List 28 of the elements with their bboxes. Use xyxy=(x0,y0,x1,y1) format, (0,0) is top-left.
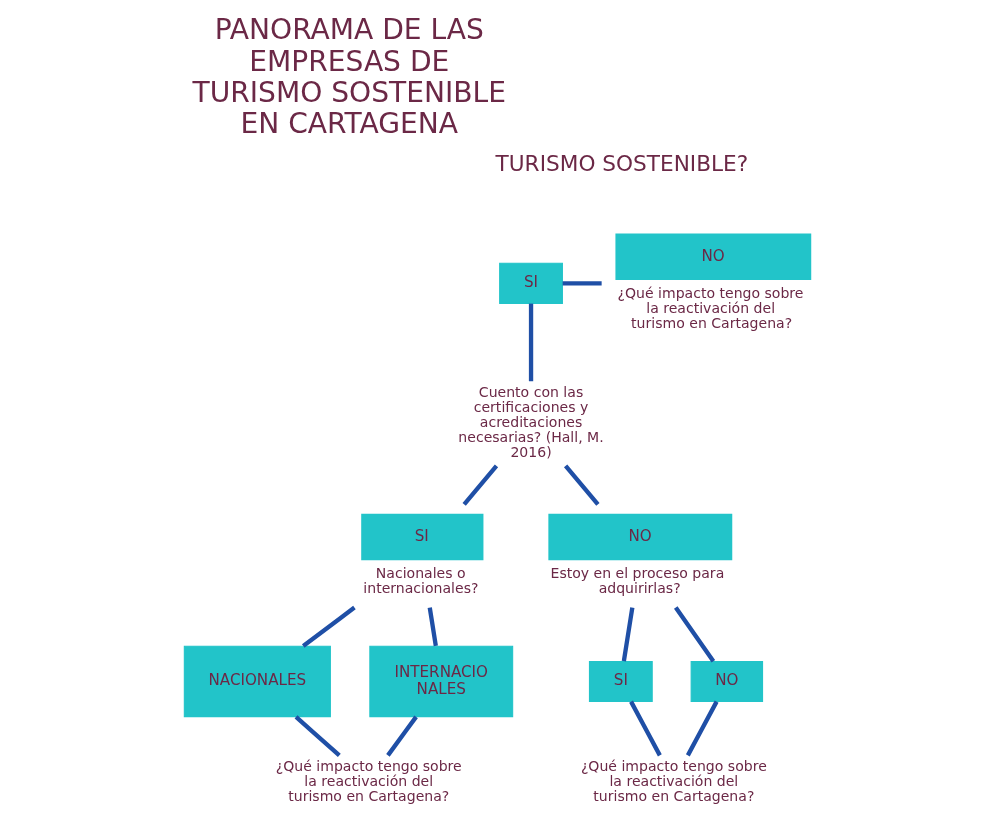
connector xyxy=(674,606,716,663)
node-text: TURISMO SOSTENIBLE? xyxy=(495,151,749,177)
node-label: ¿Qué impacto tengo sobre la reactivación del turismo en Cartagena? xyxy=(617,284,804,332)
node-box: SI xyxy=(499,262,563,304)
node-text: ¿Qué impacto tengo sobre la reactivación del turismo en Cartagena? xyxy=(275,758,462,805)
connector xyxy=(562,281,602,286)
node-box: NACIONALES xyxy=(183,645,331,718)
connector xyxy=(462,464,499,506)
node-label: Estoy en el proceso para adquirirlas? xyxy=(550,565,725,597)
node-box: INTERNACIO NALES xyxy=(369,645,514,718)
connector xyxy=(294,715,341,757)
node-box: NO xyxy=(615,233,812,281)
connector xyxy=(528,303,534,382)
diagram-title: PANORAMA DE LAS EMPRESAS DE TURISMO SOSTENIBLE EN CARTAGENA xyxy=(192,13,507,141)
node-text: ¿Qué impacto tengo sobre la reactivación del turismo en Cartagena? xyxy=(580,758,767,805)
node-box: NO xyxy=(548,513,733,561)
connector xyxy=(621,607,635,662)
connector xyxy=(301,605,356,648)
node-box: NO xyxy=(690,660,764,702)
node-text: Cuento con las certificaciones y acreditaciones necesarias? (Hall, M. 2016) xyxy=(458,383,604,461)
connector xyxy=(386,715,418,757)
node-box: SI xyxy=(588,660,653,702)
node-box: SI xyxy=(361,513,484,561)
connector xyxy=(685,700,719,757)
connector xyxy=(563,464,600,506)
connector xyxy=(629,700,662,757)
connector xyxy=(427,607,438,647)
node-label: Nacionales o internacionales? xyxy=(363,565,479,597)
